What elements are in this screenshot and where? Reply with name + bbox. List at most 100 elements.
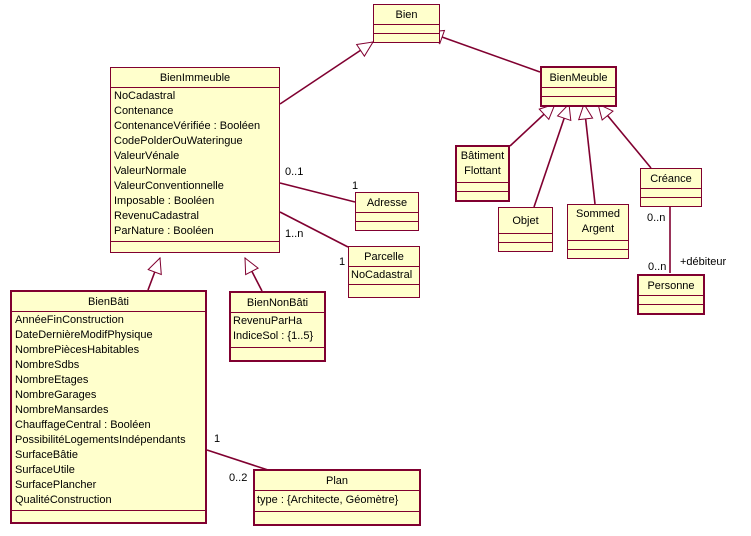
attribute: NombreSdbs <box>15 359 80 371</box>
generalization-bati-immeuble <box>147 256 162 291</box>
operations-compartment <box>542 97 615 105</box>
attribute: ValeurConventionnelle <box>114 180 224 192</box>
class-name: BienMeuble <box>542 68 615 88</box>
attributes-compartment <box>568 241 628 250</box>
operations-compartment <box>231 348 324 360</box>
operations-compartment <box>12 511 205 522</box>
operations-compartment <box>457 192 508 200</box>
generalization-creance-meuble <box>597 103 652 169</box>
class-name: Plan <box>255 471 419 491</box>
class-name: Bien <box>374 5 439 25</box>
class-bien-non-bati[interactable]: BienNonBâti RevenuParHa IndiceSol : {1..… <box>229 291 326 362</box>
attribute: ValeurVénale <box>114 150 180 162</box>
attributes-compartment <box>639 296 703 305</box>
role-debiteur: +débiteur <box>680 256 727 268</box>
generalization-somme-meuble <box>577 102 596 205</box>
class-plan[interactable]: Plan type : {Architecte, Géomètre} <box>253 469 421 526</box>
attribute: ParNature : Booléen <box>114 225 214 237</box>
generalization-immeuble-bien <box>279 41 374 105</box>
attributes-compartment: RevenuParHa IndiceSol : {1..5} <box>231 313 324 348</box>
class-personne[interactable]: Personne <box>637 274 705 315</box>
attributes-compartment <box>499 234 552 243</box>
operations-compartment <box>111 242 279 252</box>
attribute: RevenuParHa <box>233 315 303 327</box>
attribute: NombreMansardes <box>15 404 109 416</box>
operations-compartment <box>639 305 703 313</box>
class-creance[interactable]: Créance <box>640 168 702 207</box>
operations-compartment <box>568 250 628 258</box>
generalization-flottant-meuble <box>509 103 556 147</box>
multiplicity-bati-plan-target: 0..2 <box>229 472 248 484</box>
attribute: PossibilitéLogementsIndépendants <box>15 434 186 446</box>
generalization-objet-meuble <box>533 102 572 208</box>
attribute: NombreEtages <box>15 374 89 386</box>
operations-compartment <box>255 512 419 524</box>
generalization-nonbati-immeuble <box>244 256 263 292</box>
operations-compartment <box>641 198 701 206</box>
operations-compartment <box>374 34 439 42</box>
attributes-compartment: AnnéeFinConstruction DateDernièreModifPh… <box>12 312 205 511</box>
operations-compartment <box>349 285 419 297</box>
attribute: Contenance <box>114 105 174 117</box>
class-name: Parcelle <box>349 247 419 267</box>
attribute: RevenuCadastral <box>114 210 199 222</box>
attribute: QualitéConstruction <box>15 494 112 506</box>
class-name-line: Sommed <box>575 208 621 220</box>
class-batiment-flottant[interactable]: Bâtiment Flottant <box>455 145 510 202</box>
class-bien[interactable]: Bien <box>373 4 440 43</box>
class-name-line: Flottant <box>464 165 501 177</box>
attributes-compartment <box>641 189 701 198</box>
class-name: Adresse <box>356 193 418 213</box>
attribute: NoCadastral <box>351 269 413 281</box>
association-immeuble-parcelle <box>279 211 349 248</box>
class-name: Créance <box>641 169 701 189</box>
class-name: Sommed Argent <box>568 205 628 241</box>
association-bati-plan <box>206 449 269 471</box>
class-somme-argent[interactable]: Sommed Argent <box>567 204 629 259</box>
multiplicity-immeuble-parcelle-source: 1..n <box>285 228 304 240</box>
attributes-compartment <box>356 213 418 222</box>
attributes-compartment <box>542 88 615 97</box>
multiplicity-creance-personne-target: 0..n <box>648 261 667 273</box>
class-name: Objet <box>499 208 552 234</box>
attributes-compartment <box>457 183 508 192</box>
attributes-compartment <box>374 25 439 34</box>
operations-compartment <box>499 243 552 251</box>
attributes-compartment: NoCadastral <box>349 267 419 285</box>
multiplicity-bati-plan-source: 1 <box>214 433 221 445</box>
class-bien-meuble[interactable]: BienMeuble <box>540 66 617 107</box>
multiplicity-immeuble-adresse-target: 1 <box>352 180 359 192</box>
attribute: NoCadastral <box>114 90 176 102</box>
class-name: Bâtiment Flottant <box>457 147 508 183</box>
attributes-compartment: NoCadastral Contenance ContenanceVérifié… <box>111 88 279 242</box>
class-name: Personne <box>639 276 703 296</box>
class-name: BienImmeuble <box>111 68 279 88</box>
attribute: DateDernièreModifPhysique <box>15 329 153 341</box>
class-name-line: Bâtiment <box>460 150 505 162</box>
class-adresse[interactable]: Adresse <box>355 192 419 231</box>
class-name-line: Argent <box>581 223 615 235</box>
attribute: NombrePiècesHabitables <box>15 344 140 356</box>
multiplicity-immeuble-adresse-source: 0..1 <box>285 166 304 178</box>
class-parcelle[interactable]: Parcelle NoCadastral <box>348 246 420 298</box>
multiplicity-immeuble-parcelle-target: 1 <box>339 256 346 268</box>
operations-compartment <box>356 222 418 230</box>
attribute: CodePolderOuWateringue <box>114 135 243 147</box>
class-objet[interactable]: Objet <box>498 207 553 252</box>
generalization-meuble-bien <box>426 29 541 73</box>
multiplicity-creance-personne-source: 0..n <box>647 212 666 224</box>
class-name: BienBâti <box>12 292 205 312</box>
attribute: ChauffageCentral : Booléen <box>15 419 151 431</box>
attribute: SurfaceUtile <box>15 464 75 476</box>
attribute: SurfaceBâtie <box>15 449 78 461</box>
attributes-compartment: type : {Architecte, Géomètre} <box>255 491 419 512</box>
class-bien-immeuble[interactable]: BienImmeuble NoCadastral Contenance Cont… <box>110 67 280 253</box>
class-name: BienNonBâti <box>231 293 324 313</box>
class-bien-bati[interactable]: BienBâti AnnéeFinConstruction DateDerniè… <box>10 290 207 524</box>
attribute: SurfacePlancher <box>15 479 97 491</box>
attribute: AnnéeFinConstruction <box>15 314 124 326</box>
attribute: ContenanceVérifiée : Booléen <box>114 120 261 132</box>
attribute: Imposable : Booléen <box>114 195 215 207</box>
attribute: type : {Architecte, Géomètre} <box>257 494 399 506</box>
